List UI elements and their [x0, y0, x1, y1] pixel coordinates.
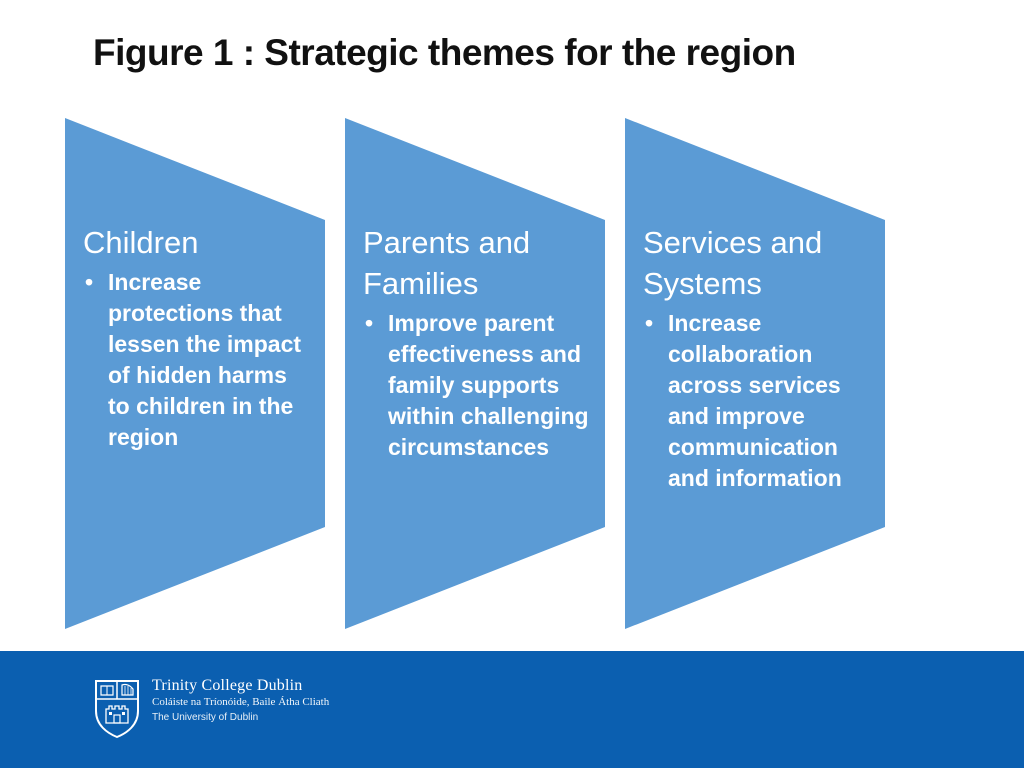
- chevron-shape: [65, 118, 325, 629]
- institution-brand: Trinity College Dublin Coláiste na Tríon…: [152, 677, 329, 725]
- chevron-shape: [345, 118, 605, 629]
- theme-bullet-item: • Increase protections that lessen the i…: [83, 267, 311, 453]
- theme-parents-families: Parents and Families • Improve parent ef…: [345, 118, 605, 629]
- theme-content: Children • Increase protections that les…: [83, 222, 311, 453]
- footer-bar: Trinity College Dublin Coláiste na Tríon…: [0, 651, 1024, 768]
- theme-bullet-item: • Increase collaboration across services…: [643, 308, 871, 494]
- bullet-icon: •: [85, 269, 94, 295]
- institution-name: Trinity College Dublin: [152, 677, 303, 694]
- theme-heading: Children: [83, 225, 199, 260]
- institution-subtitle: The University of Dublin: [152, 712, 259, 723]
- theme-bullet-item: • Improve parent effectiveness and famil…: [363, 308, 591, 463]
- chevron-shape: [625, 118, 885, 629]
- theme-bullet-text: Improve parent effectiveness and family …: [388, 310, 589, 460]
- institution-irish-name: Coláiste na Tríonóide, Baile Átha Cliath: [152, 696, 330, 708]
- theme-heading: Parents and Families: [363, 225, 531, 301]
- theme-children: Children • Increase protections that les…: [65, 118, 325, 629]
- theme-bullet-text: Increase collaboration across services a…: [668, 310, 842, 491]
- theme-heading: Services and Systems: [643, 225, 823, 301]
- theme-services-systems: Services and Systems • Increase collabor…: [625, 118, 885, 629]
- bullet-icon: •: [365, 310, 374, 336]
- theme-content: Services and Systems • Increase collabor…: [643, 222, 871, 494]
- page-title: Figure 1 : Strategic themes for the regi…: [93, 32, 796, 73]
- theme-bullets: • Increase protections that lessen the i…: [83, 267, 311, 453]
- theme-bullet-text: Increase protections that lessen the imp…: [108, 269, 302, 450]
- theme-bullets: • Increase collaboration across services…: [643, 308, 871, 494]
- bullet-icon: •: [645, 310, 654, 336]
- theme-content: Parents and Families • Improve parent ef…: [363, 222, 591, 463]
- theme-bullets: • Improve parent effectiveness and famil…: [363, 308, 591, 463]
- crest-icon: [95, 680, 139, 739]
